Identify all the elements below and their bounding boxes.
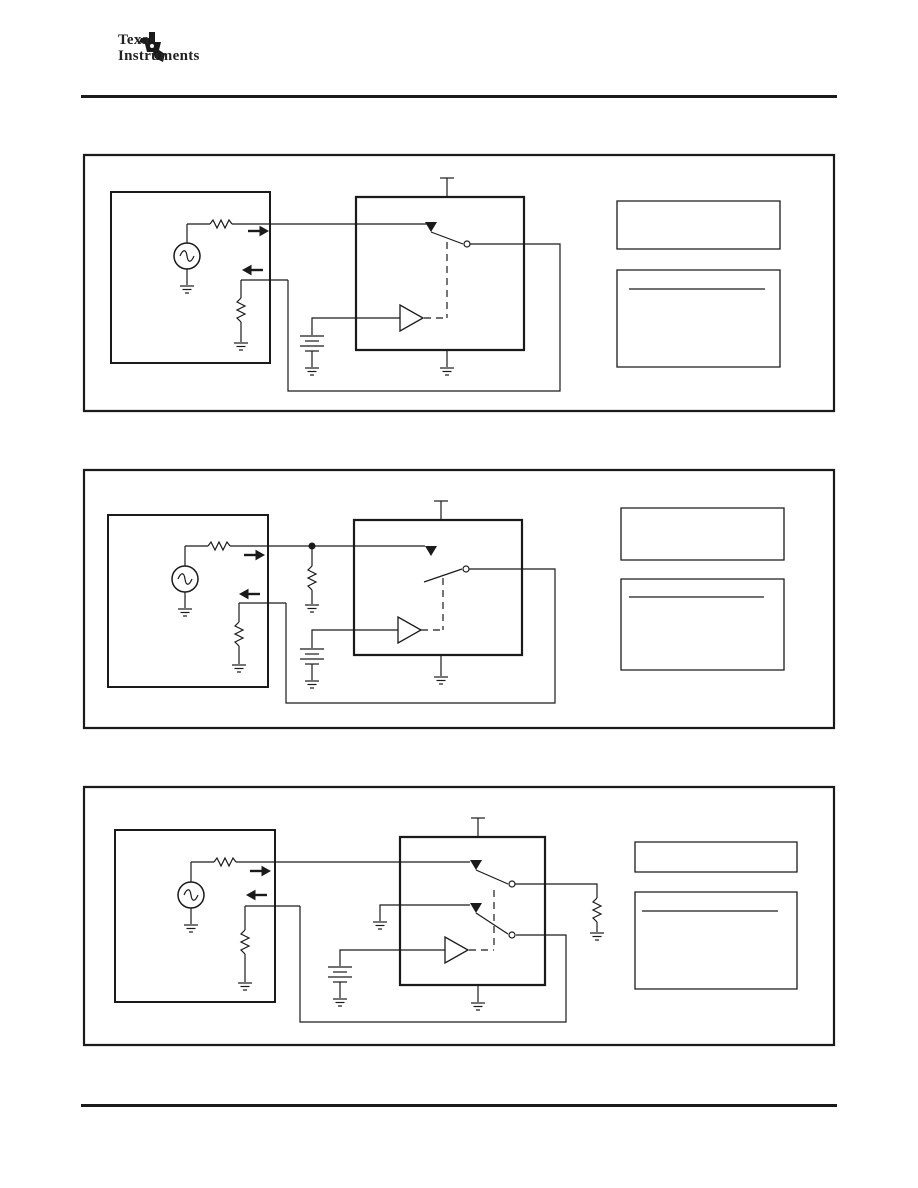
figure-2	[84, 470, 834, 728]
header-rule	[81, 95, 837, 98]
figure-1	[84, 155, 834, 411]
logo-text-line2: Instruments	[118, 48, 200, 64]
footer-rule	[81, 1104, 837, 1107]
figure-3	[84, 787, 834, 1045]
logo-text-line1: Texas	[118, 32, 156, 48]
ti-logo-icon	[139, 32, 165, 62]
